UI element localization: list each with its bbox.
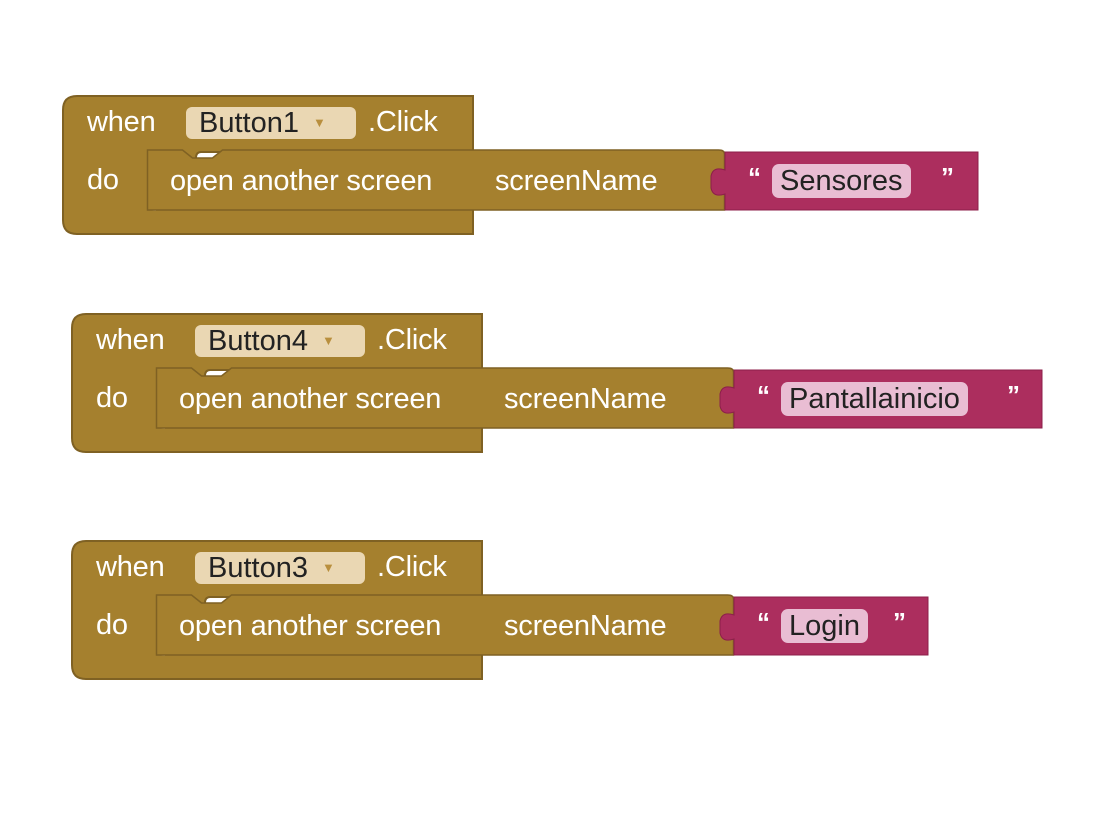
screen-name-field[interactable]: Sensores (772, 164, 911, 198)
component-name: Button4 (208, 325, 308, 357)
event-label: .Click (377, 551, 447, 583)
dropdown-triangle-icon: ▼ (321, 333, 335, 348)
close-quote: ” (1007, 380, 1020, 410)
close-quote: ” (893, 607, 906, 637)
when-label: when (87, 106, 156, 138)
component-name: Button3 (208, 552, 308, 584)
param-label: screenName (495, 165, 658, 197)
component-dropdown[interactable]: Button3 ▼ (195, 552, 365, 584)
do-label: do (96, 609, 128, 641)
component-name: Button1 (199, 107, 299, 139)
do-label: do (96, 382, 128, 414)
event-block-button3-click[interactable]: when Button3 ▼ .Click do open another sc… (71, 537, 1119, 687)
event-label: .Click (377, 324, 447, 356)
when-label: when (96, 324, 165, 356)
open-quote: “ (757, 607, 770, 637)
event-block-button1-click[interactable]: when Button1 ▼ .Click do open another sc… (62, 92, 1119, 242)
param-label: screenName (504, 383, 667, 415)
dropdown-triangle-icon: ▼ (312, 115, 326, 130)
command-label: open another screen (179, 610, 442, 642)
component-dropdown[interactable]: Button4 ▼ (195, 325, 365, 357)
command-label: open another screen (170, 165, 433, 197)
screen-name-field[interactable]: Login (781, 609, 868, 643)
event-block-button4-click[interactable]: when Button4 ▼ .Click do open another sc… (71, 310, 1119, 460)
do-label: do (87, 164, 119, 196)
dropdown-triangle-icon: ▼ (321, 560, 335, 575)
event-block-shape (71, 540, 929, 680)
when-label: when (96, 551, 165, 583)
event-label: .Click (368, 106, 438, 138)
open-quote: “ (748, 162, 761, 192)
open-quote: “ (757, 380, 770, 410)
param-label: screenName (504, 610, 667, 642)
screen-name-field[interactable]: Pantallainicio (781, 382, 968, 416)
command-label: open another screen (179, 383, 442, 415)
close-quote: ” (941, 162, 954, 192)
component-dropdown[interactable]: Button1 ▼ (186, 107, 356, 139)
